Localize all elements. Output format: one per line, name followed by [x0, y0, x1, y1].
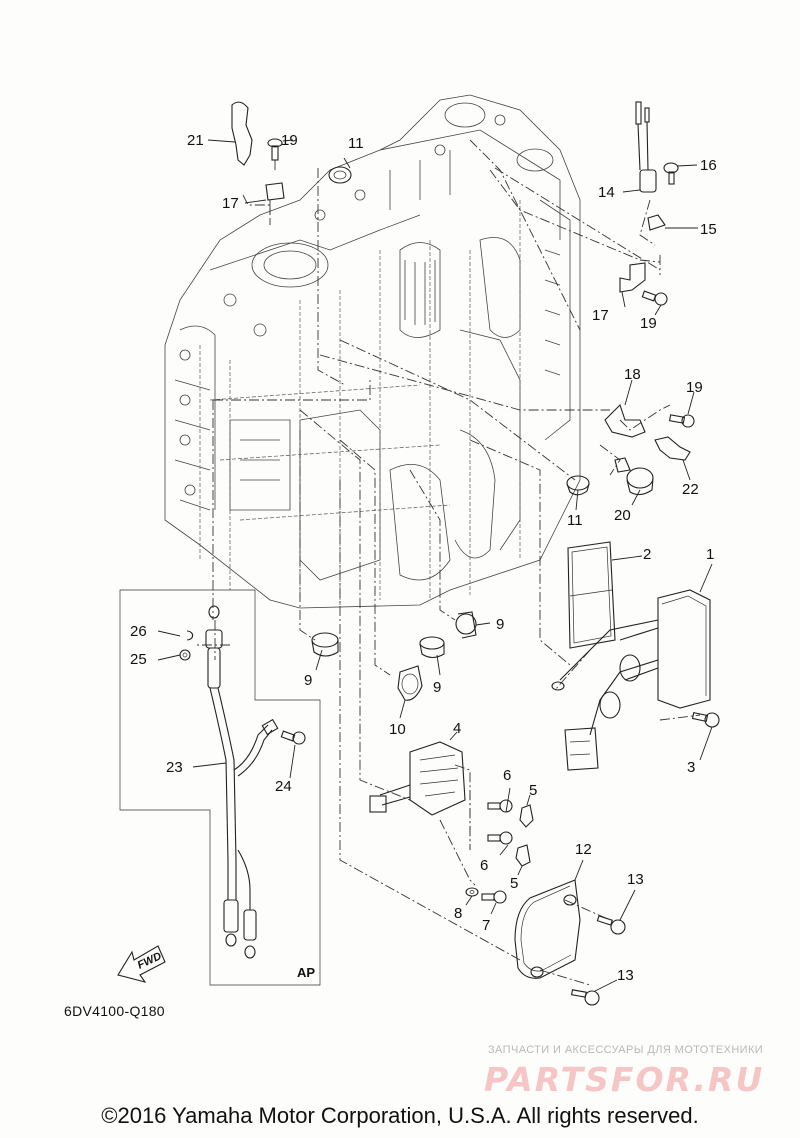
callout-12[interactable]: 12	[575, 841, 592, 858]
part-7-bolt	[481, 890, 507, 904]
part-19-bolt-c	[668, 414, 695, 428]
part-13-screw-b	[570, 989, 600, 1006]
part-11-clamp-a	[328, 166, 352, 184]
part-23-harness	[205, 605, 279, 959]
part-15-clip	[647, 214, 666, 231]
callout-13a[interactable]: 13	[627, 871, 644, 888]
part-5-clip-a	[519, 804, 534, 828]
part-10-holder	[397, 665, 423, 701]
callout-7[interactable]: 7	[482, 917, 491, 934]
callout-1[interactable]: 1	[706, 546, 715, 563]
assembly-lines	[195, 139, 701, 986]
callout-4[interactable]: 4	[453, 720, 462, 737]
fwd-arrow-icon	[117, 945, 166, 983]
callout-13b[interactable]: 13	[617, 967, 634, 984]
part-14-sensor	[635, 101, 657, 193]
callout-23[interactable]: 23	[166, 759, 183, 776]
callout-5a[interactable]: 5	[529, 782, 538, 799]
callout-6b[interactable]: 6	[480, 857, 489, 874]
part-3-bolt	[691, 711, 720, 728]
part-16-bolt	[663, 162, 679, 185]
part-9-clamp-c	[455, 611, 477, 639]
part-8-washer	[465, 887, 479, 897]
part-24-bolt	[280, 730, 306, 745]
callout-9a[interactable]: 9	[304, 672, 313, 689]
callout-24[interactable]: 24	[275, 778, 292, 795]
callout-21[interactable]: 21	[187, 132, 204, 149]
callout-11a[interactable]: 11	[348, 135, 364, 152]
part-21-clip	[231, 101, 253, 166]
callout-20[interactable]: 20	[614, 507, 631, 524]
part-25-washer	[179, 649, 191, 661]
part-2-gasket	[567, 541, 616, 649]
callout-19b[interactable]: 19	[640, 315, 657, 332]
callout-26[interactable]: 26	[130, 623, 147, 640]
callout-3[interactable]: 3	[687, 759, 696, 776]
part-19-bolt-b	[641, 290, 668, 306]
part-22-connector	[654, 436, 691, 461]
engine-block	[164, 94, 581, 609]
callout-9b[interactable]: 9	[433, 679, 442, 696]
part-4-relay	[369, 741, 466, 816]
part-19-bolt-a	[267, 138, 283, 161]
callout-14[interactable]: 14	[598, 184, 615, 201]
callout-10[interactable]: 10	[389, 721, 406, 738]
callout-22[interactable]: 22	[682, 481, 699, 498]
part-9-clamp-a	[311, 632, 339, 657]
callout-18[interactable]: 18	[624, 366, 641, 383]
callout-11b[interactable]: 11	[567, 512, 583, 529]
callout-9c[interactable]: 9	[496, 616, 505, 633]
exploded-parts-diagram	[117, 94, 720, 1006]
callout-17a[interactable]: 17	[222, 195, 239, 212]
part-18-bracket	[604, 403, 646, 438]
part-17-bracket-a	[265, 182, 285, 201]
callout-6a[interactable]: 6	[503, 767, 512, 784]
callout-8[interactable]: 8	[454, 905, 463, 922]
part-12-cover	[514, 879, 581, 979]
variant-label: AP	[297, 965, 316, 980]
ap-subassembly-frame	[119, 589, 321, 986]
part-26-circlip	[186, 630, 194, 641]
callout-leaders	[157, 139, 713, 992]
part-17-bracket-b	[619, 262, 646, 293]
parts	[117, 101, 720, 1006]
callout-16[interactable]: 16	[700, 157, 717, 174]
callout-17b[interactable]: 17	[592, 307, 609, 324]
watermark-brand: PARTSFOR.RU	[484, 1060, 765, 1099]
callout-19a[interactable]: 19	[281, 132, 298, 149]
callout-5b[interactable]: 5	[510, 875, 519, 892]
part-20-holder	[614, 457, 654, 496]
callout-2[interactable]: 2	[643, 546, 652, 563]
callout-19c[interactable]: 19	[686, 379, 703, 396]
watermark-tagline: ЗАПЧАСТИ И АКСЕССУАРЫ ДЛЯ МОТОТЕХНИКИ	[488, 1044, 764, 1056]
part-5-clip-b	[515, 844, 531, 867]
part-6-bolt-a	[487, 799, 513, 813]
part-13-screw-a	[596, 915, 626, 935]
part-6-bolt-b	[487, 831, 513, 845]
callout-25[interactable]: 25	[130, 651, 147, 668]
copyright-notice: ©2016 Yamaha Motor Corporation, U.S.A. A…	[101, 1103, 699, 1128]
part-9-clamp-b	[419, 636, 445, 659]
diagram-code: 6DV4100-Q180	[64, 1003, 165, 1019]
part-1-cdi-unit	[551, 589, 711, 771]
callout-15[interactable]: 15	[700, 221, 717, 238]
